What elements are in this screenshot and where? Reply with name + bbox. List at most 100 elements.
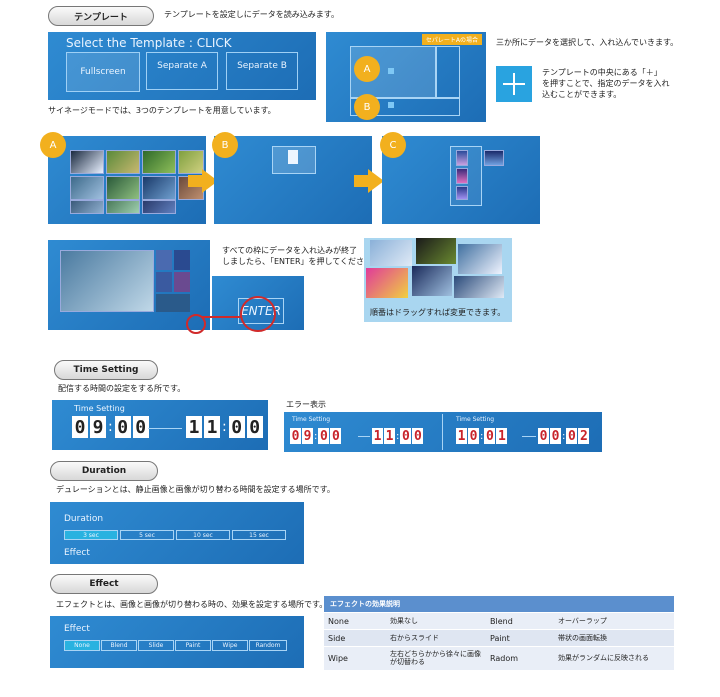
error-start-a: 0 9 : 0 0	[290, 428, 342, 444]
time-panel: Time Setting 0 9 : 0 0 1 1 : 0 0	[52, 400, 268, 450]
template-select-screen: Select the Template : CLICK Fullscreen S…	[48, 32, 316, 100]
effect-table-row-3-k2: Radom	[486, 646, 554, 671]
enter-highlight-small	[186, 314, 206, 334]
end-digit-3[interactable]: 0	[228, 416, 245, 438]
end-digit-4[interactable]: 0	[246, 416, 263, 438]
eb-s1: 1	[456, 428, 467, 444]
start-digit-3[interactable]: 0	[114, 416, 131, 438]
drag-caption: 順番はドラッグすれば変更できます。	[370, 308, 506, 317]
flow-arrow-2	[354, 175, 368, 187]
ea-s-colon: :	[314, 430, 318, 442]
eb-e-colon: :	[562, 430, 566, 442]
effect-table-row-1-k2: Blend	[486, 612, 554, 630]
effect-table-row-3-v1: 左右どちらかから徐々に画像が切替わる	[386, 646, 486, 671]
ea-s3: 0	[318, 428, 330, 444]
effect-option-blend[interactable]: Blend	[101, 640, 137, 651]
eb-e3: 0	[566, 428, 578, 444]
duration-panel: Duration 3 sec 5 sec 10 sec 15 sec Effec…	[50, 502, 304, 564]
effect-table-title: エフェクトの効果説明	[324, 596, 674, 613]
finish-desc-line-2: しましたら、「ENTER」を押してください。	[222, 256, 381, 266]
flow-marker-a: A	[40, 132, 66, 158]
start-digit-1[interactable]: 0	[72, 416, 88, 438]
slot-b[interactable]	[350, 98, 460, 116]
effect-option-paint[interactable]: Paint	[175, 640, 211, 651]
ea-e1: 1	[372, 428, 383, 444]
template-option-separate-a[interactable]: Separate A	[146, 52, 218, 90]
finish-screen	[48, 240, 210, 330]
effect-table-row-3-v2: 効果がランダムに反映される	[554, 646, 674, 671]
marker-a: A	[354, 56, 380, 82]
effect-table-row-1-v2: オーバーラップ	[554, 612, 674, 630]
end-digit-2[interactable]: 1	[204, 416, 220, 438]
duration-option-15[interactable]: 15 sec	[232, 530, 286, 540]
flow-screen-a	[48, 136, 206, 224]
effect-table-row-2-v2: 帯状の画面転換	[554, 629, 674, 647]
time-panel-label: Time Setting	[74, 404, 125, 413]
ea-e4: 0	[412, 428, 424, 444]
start-digit-4[interactable]: 0	[132, 416, 149, 438]
effect-option-slide[interactable]: Slide	[138, 640, 174, 651]
ea-s4: 0	[330, 428, 342, 444]
ea-e3: 0	[400, 428, 412, 444]
ea-s2: 9	[302, 428, 313, 444]
effect-panel-label: Effect	[64, 624, 90, 634]
flow-marker-b: B	[212, 132, 238, 158]
slot-b-plus-icon	[388, 102, 394, 108]
duration-desc: デュレーションとは、静止画像と画像が切り替わる時間を設定する場所です。	[56, 485, 335, 494]
slot-c[interactable]	[436, 46, 460, 98]
error-start-b: 1 0 : 0 1	[456, 428, 508, 444]
drag-example	[364, 238, 512, 322]
marker-b: B	[354, 94, 380, 120]
eb-s4: 1	[496, 428, 508, 444]
template-desc: テンプレートを設定しにデータを読み込みます。	[164, 10, 339, 19]
separate-a-layout-screen: セパレートAの場合	[326, 32, 486, 122]
finish-desc: すべての枠にデータを入れ込みが終了 しましたら、「ENTER」を押してください。	[222, 246, 380, 268]
duration-option-5[interactable]: 5 sec	[120, 530, 174, 540]
effect-table: エフェクトの効果説明 None 効果なし Blend オーバーラップ Side …	[324, 596, 674, 671]
flow-marker-c: C	[380, 132, 406, 158]
end-colon: :	[222, 419, 227, 435]
duration-option-3[interactable]: 3 sec	[64, 530, 118, 540]
template-option-separate-b[interactable]: Separate B	[226, 52, 298, 90]
error-label-b: Time Setting	[456, 416, 495, 423]
error-end-b: 0 0 : 0 2	[538, 428, 590, 444]
error-arrow-a	[358, 436, 370, 437]
effect-option-wipe[interactable]: Wipe	[212, 640, 248, 651]
plus-desc: テンプレートの中央にある「＋」 を押すことで、指定のデータを入れ 込むことができ…	[542, 68, 669, 100]
flow-screen-c	[382, 136, 540, 224]
error-heading: エラー表示	[286, 400, 326, 409]
effect-table-row-2-v1: 右からスライド	[386, 629, 486, 647]
effect-table-row-2-k2: Paint	[486, 629, 554, 647]
start-digit-2[interactable]: 9	[90, 416, 106, 438]
plus-desc-line-1: テンプレートの中央にある「＋」	[542, 68, 662, 77]
end-time[interactable]: 1 1 : 0 0	[186, 416, 263, 438]
eb-s-colon: :	[480, 430, 484, 442]
duration-next-label: Effect	[64, 548, 90, 558]
time-desc: 配信する時間の設定をする所です。	[58, 384, 186, 393]
error-divider	[442, 414, 443, 450]
effect-panel: Effect None Blend Slide Paint Wipe Rando…	[50, 616, 304, 668]
error-end-a: 1 1 : 0 0	[372, 428, 424, 444]
finish-desc-line-1: すべての枠にデータを入れ込みが終了	[222, 246, 358, 255]
effect-table-row-1-v1: 効果なし	[386, 612, 486, 630]
template-caption: サイネージモードでは、3つのテンプレートを用意しています。	[48, 106, 276, 115]
effect-heading: Effect	[50, 574, 158, 594]
effect-option-random[interactable]: Random	[249, 640, 287, 651]
right-desc: 三か所にデータを選択して、入れ込んでいきます。	[496, 38, 679, 47]
effect-desc: エフェクトとは、画像と画像が切り替わる時の、効果を設定する場所です。	[56, 600, 328, 609]
eb-e2: 0	[550, 428, 561, 444]
template-screen-title: Select the Template : CLICK	[66, 36, 232, 50]
duration-option-10[interactable]: 10 sec	[176, 530, 230, 540]
file-icon	[288, 150, 298, 164]
end-digit-1[interactable]: 1	[186, 416, 202, 438]
start-time[interactable]: 0 9 : 0 0	[72, 416, 149, 438]
template-option-fullscreen[interactable]: Fullscreen	[66, 52, 140, 92]
ea-s1: 0	[290, 428, 301, 444]
error-arrow-b	[522, 436, 536, 437]
effect-option-none[interactable]: None	[64, 640, 100, 651]
duration-heading: Duration	[50, 461, 158, 481]
effect-table-row-3-k1: Wipe	[324, 646, 386, 671]
effect-table-row-1-k1: None	[324, 612, 386, 630]
time-arrow	[148, 428, 182, 429]
eb-s3: 0	[484, 428, 496, 444]
